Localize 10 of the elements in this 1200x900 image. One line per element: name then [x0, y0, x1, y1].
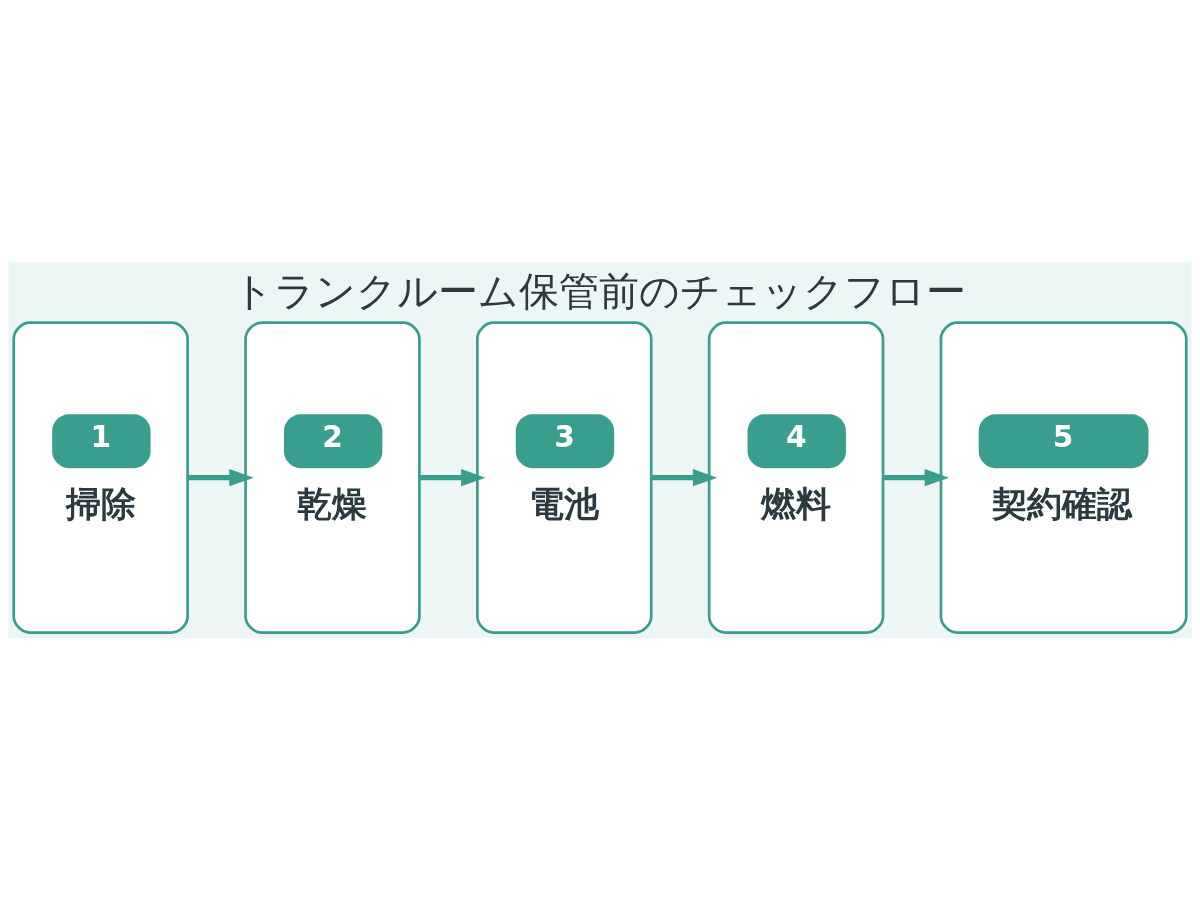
- arrow: [188, 469, 254, 487]
- node-box: 2 乾燥: [244, 321, 421, 634]
- arrow: [883, 469, 949, 487]
- arrow: [419, 469, 486, 487]
- diagram-title: トランクルーム保管前のチェックフロー: [233, 267, 967, 316]
- node-box: 3 電池: [476, 321, 653, 634]
- node-box: 1 掃除: [12, 321, 189, 634]
- arrow: [651, 469, 718, 487]
- node-box: 5 契約確認: [939, 321, 1188, 634]
- node-box: 4 燃料: [707, 321, 885, 634]
